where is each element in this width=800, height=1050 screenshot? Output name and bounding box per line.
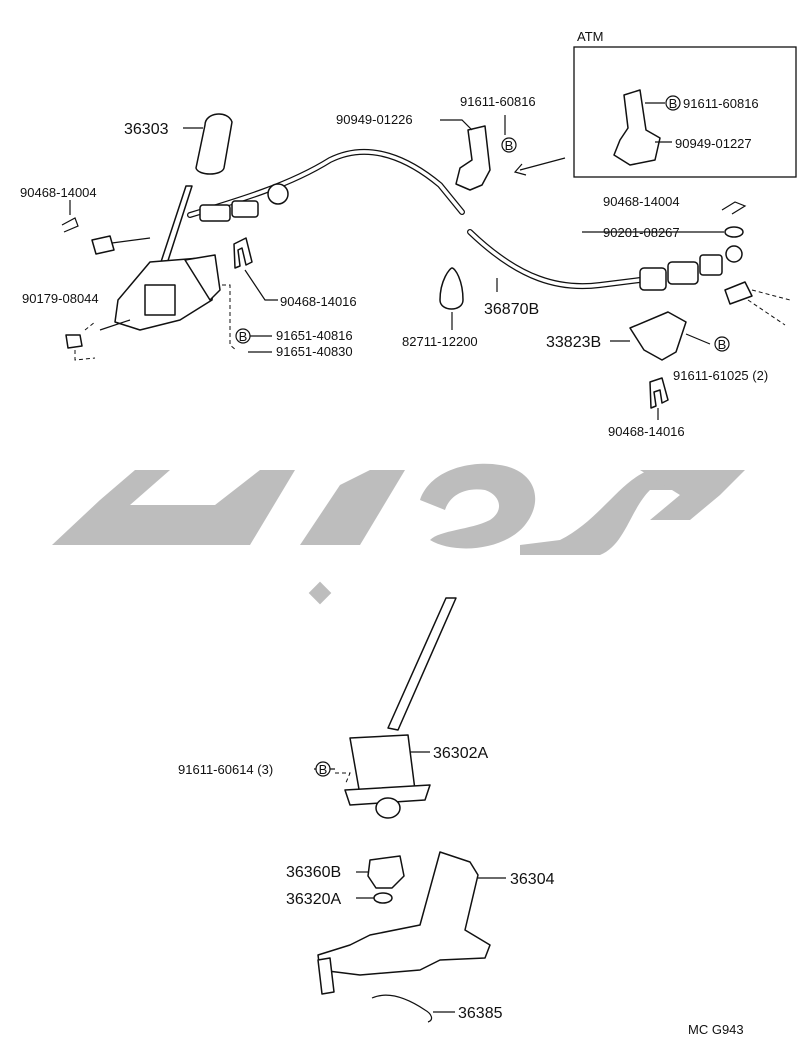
nut-90179-08044 xyxy=(65,321,96,361)
label-bracket-right: 33823B xyxy=(546,334,601,351)
retainer-90468-14016-left xyxy=(233,237,278,301)
label-knob: 36303 xyxy=(124,121,169,138)
label-bolt-a: 91651-40816 xyxy=(276,328,353,343)
label-atm-bolt: 91611-60816 xyxy=(683,96,759,111)
bushing-36360B xyxy=(356,855,405,889)
atm-inset xyxy=(513,46,797,178)
atm-inset-title: ATM xyxy=(577,29,603,44)
label-lever-bolt: 91611-60614 (3) xyxy=(178,762,273,777)
watermark-logo xyxy=(52,463,745,605)
bolt-bracket-left xyxy=(222,284,237,351)
b-markers: B B B B B xyxy=(235,95,730,777)
label-washer-small: 36320A xyxy=(286,891,341,908)
label-clip-left: 90468-14004 xyxy=(20,185,97,200)
label-nut-left: 90179-08044 xyxy=(22,291,99,306)
shift-lever-upper xyxy=(91,185,221,331)
footer-code: MC G943 xyxy=(688,1022,744,1037)
label-grommet: 82711-12200 xyxy=(402,334,478,349)
b-marker-label: B xyxy=(239,329,248,344)
retainer-90468-14016-right xyxy=(649,377,669,420)
shift-lever-36302A xyxy=(335,597,457,819)
b-marker-label: B xyxy=(319,762,328,777)
b-marker-label: B xyxy=(718,337,727,352)
rod-end-right xyxy=(724,281,791,326)
label-clip-right: 90468-14004 xyxy=(603,194,680,209)
clip-90468-14004-right xyxy=(721,201,747,215)
clip-90468-14004-left xyxy=(61,200,79,233)
knob-36303 xyxy=(183,113,233,175)
label-bracket-top: 90949-01226 xyxy=(336,112,413,127)
label-bolt-b: 91651-40830 xyxy=(276,344,353,359)
label-housing: 36304 xyxy=(510,871,555,888)
label-atm-bracket: 90949-01227 xyxy=(675,136,752,151)
label-washer-right: 90201-08267 xyxy=(603,225,680,240)
washer-90201-08267 xyxy=(724,226,744,238)
label-bracket-right-bolt: 91611-61025 (2) xyxy=(673,368,768,383)
b-marker-label: B xyxy=(505,138,514,153)
grommet-82711-12200 xyxy=(439,267,464,330)
b-marker-label: B xyxy=(669,96,678,111)
washer-36320A xyxy=(356,892,393,904)
spring-36385 xyxy=(371,994,455,1023)
label-retainer-left: 90468-14016 xyxy=(280,294,357,309)
label-retainer-right: 90468-14016 xyxy=(608,424,685,439)
control-cable-36870B xyxy=(187,148,743,292)
bracket-33823B xyxy=(629,311,711,361)
label-bracket-top-bolt: 91611-60816 xyxy=(460,94,536,109)
label-bushing: 36360B xyxy=(286,864,341,881)
housing-36304 xyxy=(317,851,506,995)
label-spring: 36385 xyxy=(458,1005,503,1022)
bracket-90949-01226 xyxy=(440,115,506,191)
label-shift-lever: 36302A xyxy=(433,745,488,762)
label-cable: 36870B xyxy=(484,301,539,318)
